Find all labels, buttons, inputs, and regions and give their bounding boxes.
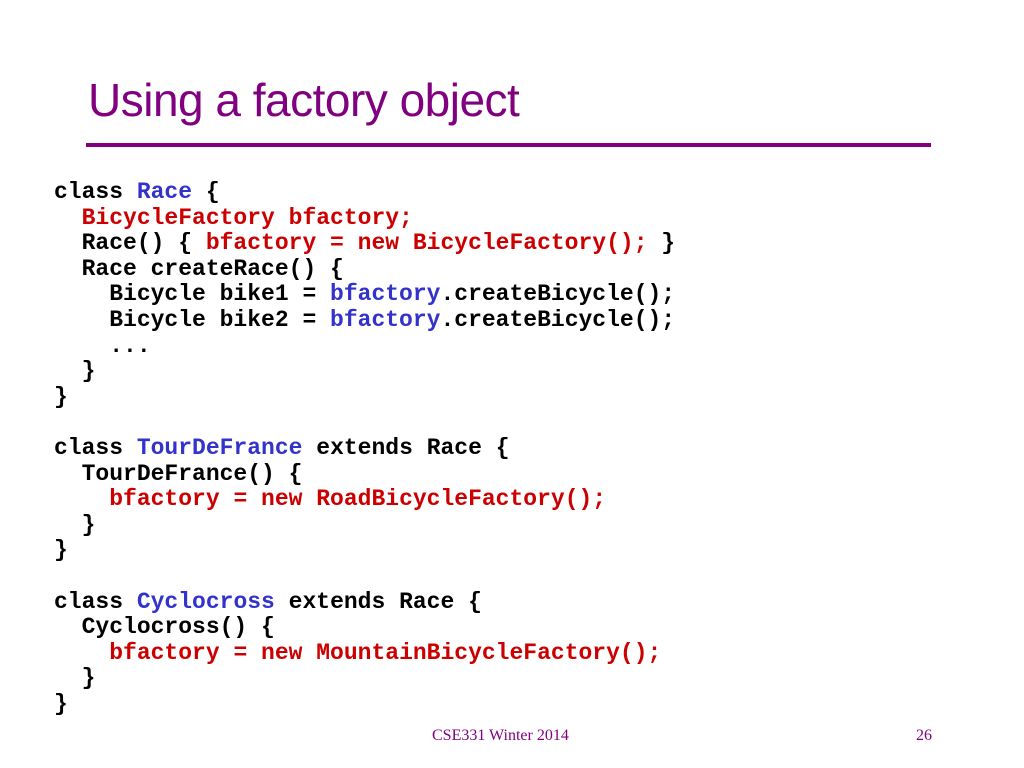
code-line: } <box>54 690 675 718</box>
code-token: Cyclocross <box>136 588 275 615</box>
code-token: extends Race { <box>274 588 482 615</box>
code-token: } <box>54 690 68 717</box>
code-line: bfactory = new RoadBicycleFactory(); <box>54 486 675 513</box>
code-line: BicycleFactory bfactory; <box>54 204 675 232</box>
code-token: bfactory <box>330 281 441 308</box>
code-token: } <box>54 511 96 538</box>
code-token: BicycleFactory bfactory; <box>81 204 413 231</box>
code-token: } <box>647 230 676 257</box>
code-line: Bicycle bike2 = bfactory.createBicycle()… <box>54 306 676 334</box>
code-token: Cyclocross() { <box>54 614 275 641</box>
code-token: bfactory = new MountainBicycleFactory(); <box>109 639 662 666</box>
code-token: Race <box>136 179 193 205</box>
code-line: class Cyclocross extends Race { <box>54 588 675 616</box>
code-token: TourDeFrance <box>136 434 303 461</box>
code-token: .createBicycle(); <box>440 281 676 308</box>
slide-title: Using a factory object <box>88 74 520 126</box>
code-token: TourDeFrance() { <box>54 460 303 487</box>
code-token: extends Race { <box>302 434 510 461</box>
code-token: { <box>192 179 220 205</box>
code-line: class TourDeFrance extends Race { <box>54 434 675 462</box>
code-token: Race() { <box>54 230 206 257</box>
code-line: class Race { <box>54 179 675 206</box>
code-line <box>54 410 675 436</box>
code-token: } <box>54 383 68 410</box>
code-line: Race() { bfactory = new BicycleFactory()… <box>54 230 676 257</box>
page-number: 26 <box>916 727 932 744</box>
code-line: Cyclocross() { <box>54 614 675 641</box>
code-line: } <box>54 383 675 411</box>
code-token: ... <box>54 332 151 359</box>
code-token: } <box>54 537 68 564</box>
code-token: } <box>54 358 96 385</box>
code-token: .createBicycle(); <box>440 306 676 333</box>
code-line: } <box>54 538 675 564</box>
code-line: bfactory = new MountainBicycleFactory(); <box>54 639 675 667</box>
code-token <box>54 486 109 512</box>
code-token: Bicycle bike2 = <box>54 306 331 333</box>
code-line: Bicycle bike1 = bfactory.createBicycle()… <box>54 282 675 308</box>
code-line: TourDeFrance() { <box>54 460 675 488</box>
code-line: } <box>54 665 675 692</box>
code-line: ... <box>54 332 675 360</box>
code-block: class Race { BicycleFactory bfactory; Ra… <box>54 179 676 718</box>
footer-course: CSE331 Winter 2014 <box>432 727 569 744</box>
code-token: Race createRace() { <box>54 255 344 282</box>
code-token: class <box>54 179 137 205</box>
title-underline <box>86 143 931 147</box>
code-token: class <box>54 434 137 461</box>
code-token: bfactory <box>330 306 441 333</box>
code-line <box>54 564 675 590</box>
code-line: } <box>54 511 675 539</box>
code-token <box>54 640 109 666</box>
code-token: bfactory = new BicycleFactory(); <box>205 230 648 257</box>
code-token: } <box>54 665 96 692</box>
code-token: Bicycle bike1 = <box>54 281 331 308</box>
code-token: bfactory = new RoadBicycleFactory(); <box>109 486 607 513</box>
code-token <box>54 205 82 231</box>
code-line: } <box>54 358 675 385</box>
code-line: Race createRace() { <box>54 255 675 283</box>
code-token: class <box>54 588 137 615</box>
